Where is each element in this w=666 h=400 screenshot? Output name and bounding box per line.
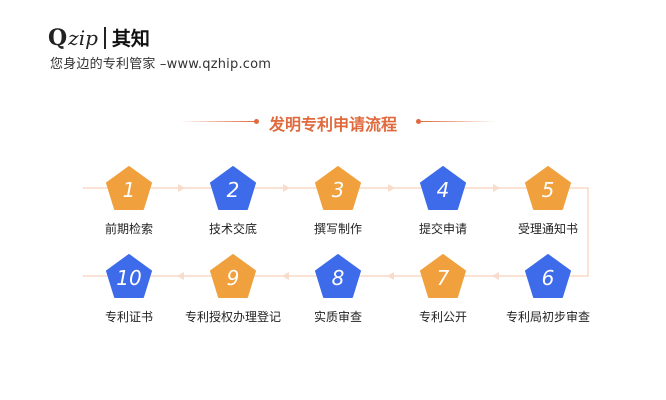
- step-4-label: 提交申请: [418, 222, 467, 236]
- step-number: 1: [122, 178, 136, 202]
- step-9-pentagon: 9: [210, 254, 256, 298]
- step-number: 5: [541, 178, 555, 202]
- arrow-left: [177, 272, 184, 280]
- arrow-right: [283, 184, 290, 192]
- logo-brand: 其知: [111, 28, 150, 50]
- title-line-right: [421, 121, 496, 122]
- step-number: 10: [116, 266, 142, 290]
- step-number: 2: [226, 178, 240, 202]
- step-number: 3: [331, 178, 345, 202]
- step-1-label: 前期检索: [104, 222, 153, 236]
- arrow-left: [492, 272, 499, 280]
- step-7-label: 专利公开: [418, 310, 467, 324]
- step-10-label: 专利证书: [104, 310, 153, 324]
- logo: Q zip 其知: [48, 24, 150, 51]
- pentagon-shape: [210, 166, 256, 210]
- step-number: 7: [436, 266, 450, 290]
- title-dot-right: [416, 119, 421, 124]
- pentagon-shape: [106, 166, 152, 210]
- step-number: 9: [226, 266, 240, 290]
- pentagon-shape: [315, 166, 361, 210]
- diagram-title: 发明专利申请流程: [268, 115, 397, 134]
- logo-zip: zip: [68, 25, 98, 50]
- step-8-label: 实质审查: [313, 310, 362, 324]
- step-8-pentagon: 8: [315, 254, 361, 298]
- arrow-right: [493, 184, 500, 192]
- step-1-pentagon: 1: [106, 166, 152, 210]
- step-5-pentagon: 5: [525, 166, 571, 210]
- slogan: 您身边的专利管家 –www.qzhip.com: [50, 57, 272, 72]
- step-6-label: 专利局初步审查: [505, 310, 590, 324]
- pentagon-shape: [420, 254, 466, 298]
- step-2-label: 技术交底: [208, 222, 257, 236]
- pentagon-shape: [525, 254, 571, 298]
- step-7-pentagon: 7: [420, 254, 466, 298]
- title-dot-left: [254, 119, 259, 124]
- logo-divider: [103, 26, 106, 49]
- logo-q: Q: [48, 24, 68, 51]
- step-10-pentagon: 10: [106, 254, 152, 298]
- step-number: 8: [331, 266, 345, 290]
- step-3-pentagon: 3: [315, 166, 361, 210]
- arrow-right: [388, 184, 395, 192]
- pentagon-shape: [210, 254, 256, 298]
- arrow-left: [282, 272, 289, 280]
- pentagon-shape: [315, 254, 361, 298]
- pentagon-shape: [420, 166, 466, 210]
- step-number: 4: [436, 178, 450, 202]
- step-5-label: 受理通知书: [517, 222, 578, 236]
- title-line-left: [180, 121, 255, 122]
- step-6-pentagon: 6: [525, 254, 571, 298]
- step-number: 6: [541, 266, 555, 290]
- step-3-label: 撰写制作: [313, 222, 362, 236]
- step-2-pentagon: 2: [210, 166, 256, 210]
- step-4-pentagon: 4: [420, 166, 466, 210]
- arrow-left: [387, 272, 394, 280]
- pentagon-shape: [106, 254, 152, 298]
- arrow-right: [178, 184, 185, 192]
- pentagon-shape: [525, 166, 571, 210]
- step-9-label: 专利授权办理登记: [184, 310, 281, 324]
